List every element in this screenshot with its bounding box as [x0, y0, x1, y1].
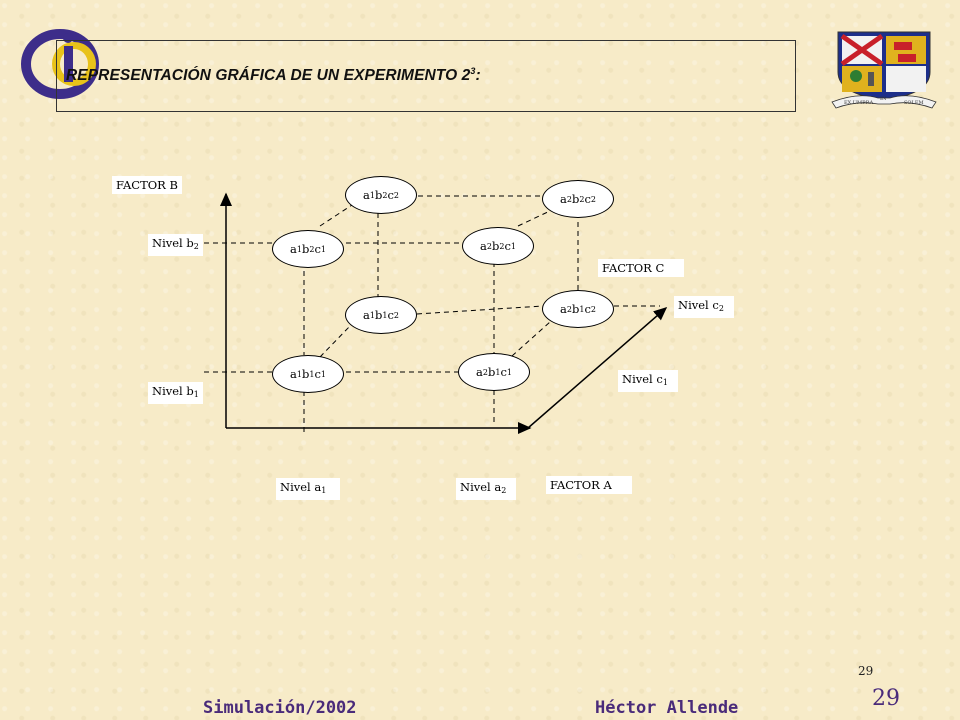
- edge-depth-2: [517, 209, 553, 227]
- label-nivel-c2: Nivel c2: [674, 296, 734, 318]
- footer-course: Simulación/2002: [203, 698, 357, 718]
- edge-back-bottom: [416, 305, 544, 315]
- edge-depth-4: [511, 321, 551, 357]
- label-factor-a: FACTOR A: [546, 476, 632, 494]
- svg-text:SOLEM: SOLEM: [904, 100, 924, 106]
- page-number: 29: [872, 686, 900, 711]
- svg-text:IN: IN: [880, 96, 887, 102]
- label-factor-b: FACTOR B: [112, 176, 182, 194]
- institution-logo: [21, 29, 99, 99]
- svg-text:EX UMBRA: EX UMBRA: [844, 100, 874, 106]
- footer-author: Héctor Allende: [595, 698, 739, 718]
- label-nivel-c1: Nivel c1: [618, 370, 678, 392]
- edge-depth-1: [319, 204, 353, 227]
- label-nivel-b2: Nivel b2: [148, 234, 203, 256]
- title-box: [56, 40, 796, 112]
- label-nivel-a1: Nivel a1: [276, 478, 340, 500]
- edge-depth-3: [319, 325, 351, 358]
- label-nivel-b1: Nivel b1: [148, 382, 203, 404]
- university-crest: EX UMBRA IN SOLEM: [831, 31, 937, 109]
- label-factor-c: FACTOR C: [598, 259, 684, 277]
- axis-c: [527, 307, 668, 429]
- page-title: REPRESENTACIÓN GRÁFICA DE UN EXPERIMENTO…: [66, 66, 481, 85]
- page-number-small: 29: [858, 664, 874, 678]
- label-nivel-a2: Nivel a2: [456, 478, 516, 500]
